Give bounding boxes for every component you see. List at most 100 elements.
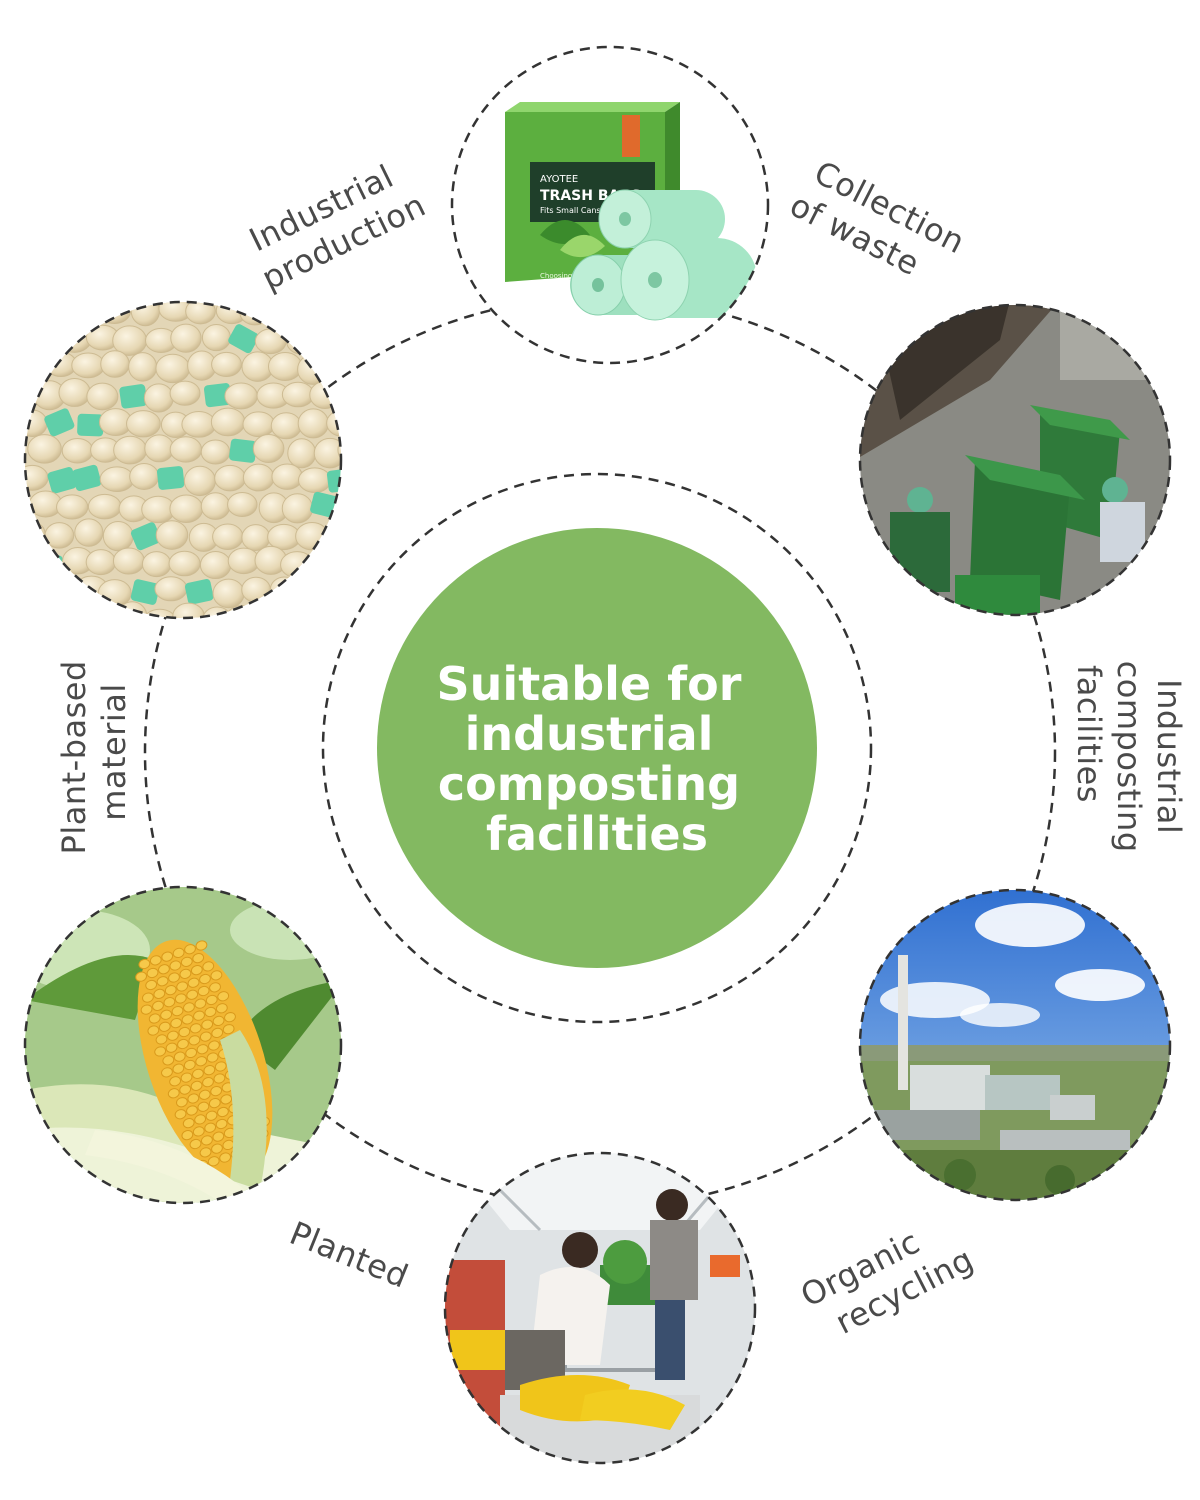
pellet (99, 466, 135, 492)
pellet (181, 411, 217, 438)
pellet (342, 605, 373, 633)
corn-kernel (192, 953, 205, 964)
corn-kernel (140, 1004, 153, 1015)
corn-kernel (224, 1012, 236, 1023)
pellet (337, 549, 341, 581)
stage-photo-facility (858, 888, 1172, 1202)
corn-kernel (208, 1097, 221, 1109)
pellet (168, 550, 201, 577)
corn-kernel (222, 1024, 235, 1035)
corn-kernel (183, 1002, 195, 1013)
pellet (309, 380, 341, 409)
pellet (200, 439, 231, 465)
pellet (155, 520, 189, 550)
pellet (254, 328, 287, 355)
pellet (286, 328, 316, 355)
corn-kernel (195, 940, 208, 951)
pellet (281, 606, 316, 618)
pellet (141, 551, 172, 578)
pellet (287, 438, 317, 469)
corn-kernel (215, 1003, 228, 1014)
corn-kernel (211, 1143, 223, 1154)
pellet-green (228, 324, 259, 354)
pellet (126, 410, 161, 438)
pellet (200, 492, 231, 520)
corn-kernel (170, 1017, 183, 1029)
corn-kernel (202, 961, 215, 972)
label-plant-based-material: Plant-based material (55, 650, 133, 855)
pellet-green (313, 606, 341, 618)
corn-kernel (164, 985, 177, 996)
pellet (97, 302, 131, 324)
corn-kernel (199, 973, 211, 985)
pellet (271, 302, 304, 323)
corn-kernel (188, 1035, 201, 1046)
corn-kernel (190, 965, 203, 976)
pellet (297, 302, 331, 324)
pellet-green (45, 302, 76, 325)
label-collection-of-waste: Collection of waste (784, 150, 981, 302)
label-industrial-production: Industrial production (238, 150, 431, 298)
pellet (297, 408, 330, 439)
corn-kernel (163, 997, 176, 1008)
pellet (44, 522, 75, 549)
pellet (267, 352, 303, 382)
pellet-green (72, 464, 102, 492)
corn-kernel (160, 1009, 173, 1020)
pellet (212, 578, 245, 609)
pellet (242, 463, 275, 492)
pellet (25, 409, 48, 438)
corn-kernel (168, 972, 180, 983)
corn-kernel (199, 1031, 212, 1042)
pellet (326, 409, 341, 437)
corn-kernel (146, 967, 159, 979)
pellet-green (203, 383, 232, 408)
corn-kernel (195, 1056, 208, 1067)
corn-kernel (204, 1006, 217, 1018)
pellet (211, 351, 242, 377)
corn-kernel (183, 1059, 196, 1071)
corn-kernel (142, 992, 154, 1003)
corn-kernel (210, 970, 223, 981)
pellet (170, 323, 202, 353)
pellet (112, 547, 145, 575)
pellet (256, 601, 289, 618)
corn-kernel (153, 988, 166, 999)
corn-kernel (158, 1021, 171, 1032)
corn-kernel (192, 1126, 205, 1137)
corn-kernel (197, 1101, 210, 1112)
corn-kernel (209, 982, 221, 993)
pellet (29, 326, 64, 354)
corn-kernel (152, 1000, 164, 1011)
corn-kernel (215, 1118, 228, 1130)
pellet-green (47, 467, 77, 494)
corn-kernel (211, 1027, 224, 1039)
corn-kernel (196, 1044, 209, 1055)
pellet (60, 605, 91, 618)
pellet (25, 521, 46, 547)
corn-kernel (187, 1093, 200, 1104)
corn-kernel (149, 955, 162, 966)
product-tagline: Choosing G (540, 272, 580, 280)
pellet (295, 522, 330, 551)
corn-kernel (156, 976, 169, 987)
pellet-green (130, 579, 160, 605)
pellet (169, 436, 203, 463)
pellet (252, 434, 285, 464)
center-line-1: Suitable for (437, 657, 742, 711)
pellet (130, 302, 161, 327)
corn-kernel (182, 1118, 195, 1129)
corn-kernel (212, 1131, 225, 1142)
corn-kernel (162, 1055, 175, 1066)
pellet (56, 494, 89, 520)
pellet (199, 551, 232, 580)
pellet (311, 326, 341, 354)
pellet (143, 383, 174, 413)
center-title: Suitable for industrial composting facil… (437, 657, 758, 861)
center-line-4: facilities (486, 807, 708, 861)
corn-kernel (174, 993, 187, 1004)
pellet (86, 382, 119, 411)
product-sub: Fits Small Cans (540, 206, 601, 215)
corn-kernel (217, 1106, 229, 1118)
center-line-3: composting (438, 757, 740, 811)
